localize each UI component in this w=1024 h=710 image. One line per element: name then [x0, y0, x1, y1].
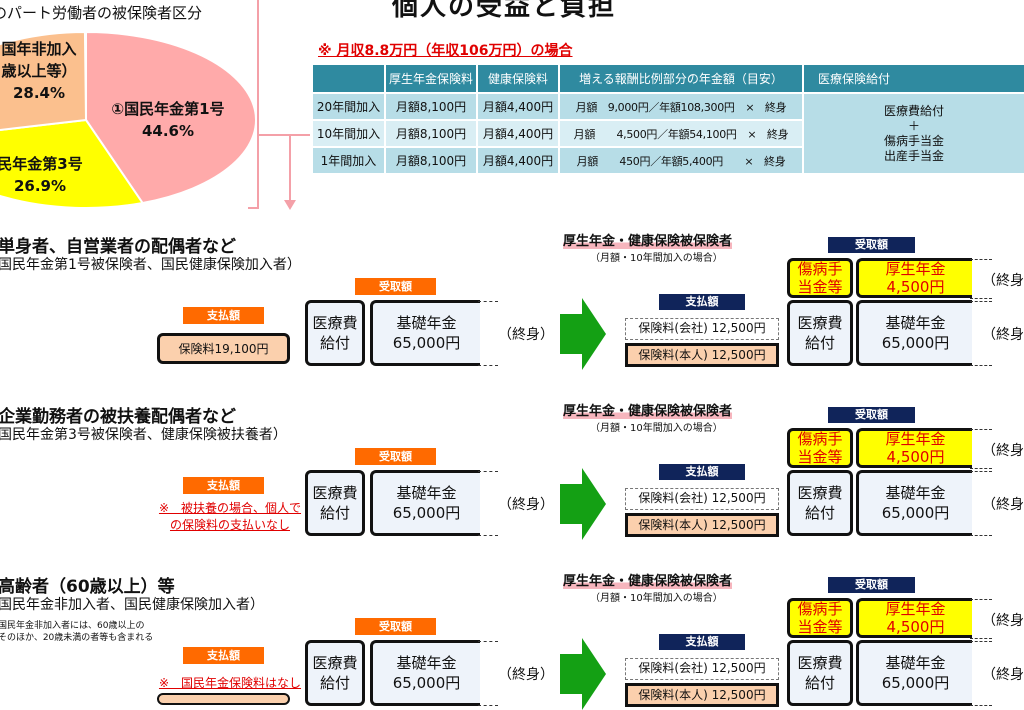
basic-pension-box: 基礎年金 65,000円 [370, 300, 480, 366]
table-cell: 月額4,400円 [476, 119, 560, 148]
pay-label-right: 支払額 [659, 464, 745, 480]
pie-label-non: 国年非加入歳以上等）28.4% [1, 40, 77, 102]
table-row: 20年間加入月額8,100円月額4,400円月額 9,000円／年額108,30… [311, 92, 1024, 175]
medical-benefit-box: 医療費 給付 [787, 300, 853, 366]
pay-label-right: 支払額 [659, 294, 745, 310]
lifelong-label: （終身） [498, 497, 554, 513]
table-row: 10年間加入月額8,100円月額4,400円月額 4,500円／年額54,100… [311, 119, 1024, 148]
self-premium: 保険料(本人) 12,500円 [625, 513, 779, 537]
pay-label: 支払額 [183, 477, 264, 494]
basic-pension-box: 基礎年金 65,000円 [856, 640, 972, 706]
table-cell: 月額 4,500円／年額54,100円 × 終身 [558, 119, 804, 148]
arrow-down-icon [284, 200, 296, 210]
pay-label: 支払額 [183, 307, 264, 324]
lifelong-label: （終身 [982, 667, 1024, 683]
arrow-right-icon [560, 298, 606, 370]
receive-label: 受取額 [355, 448, 436, 465]
footnote: 国民年金非加入者には、60歳以上の そのほか、20歳未満の者等も含まれる [0, 621, 154, 643]
receive-label-right: 受取額 [828, 237, 915, 253]
arrow-right-icon [560, 638, 606, 710]
right-subtitle: （月額・10年間加入の場合） [590, 423, 723, 434]
bracket-line [248, 0, 310, 209]
medical-benefit-box: 医療費 給付 [305, 470, 365, 536]
lifelong-label: （終身 [982, 327, 1024, 343]
arrow-right-icon [560, 468, 606, 540]
table-cell: 月額 9,000円／年額108,300円 × 終身 [558, 92, 804, 121]
basic-pension-box: 基礎年金 65,000円 [370, 470, 480, 536]
table-cell: 月額8,100円 [384, 92, 478, 121]
sickness-allowance-box: 傷病手 当金等 [787, 598, 853, 638]
basic-pension-box: 基礎年金 65,000円 [856, 470, 972, 536]
basic-pension-box: 基礎年金 65,000円 [856, 300, 972, 366]
sickness-allowance-box: 傷病手 当金等 [787, 258, 853, 298]
right-title: 厚生年金・健康保険被保険者 [563, 400, 733, 419]
right-title: 厚生年金・健康保険被保険者 [563, 230, 733, 249]
section-title: 企業勤務者の被扶養配偶者など [0, 407, 236, 427]
sickness-allowance-box: 傷病手 当金等 [787, 428, 853, 468]
medical-benefit-box: 医療費 給付 [305, 640, 365, 706]
employee-pension-box: 厚生年金 4,500円 [856, 428, 972, 468]
pay-note: ※ 国民年金保険料はなし [158, 676, 302, 690]
section-subtitle: 国民年金第3号被保険者、健康保険被扶養者） [0, 427, 287, 443]
right-subtitle: （月額・10年間加入の場合） [590, 593, 723, 604]
medical-benefit-box: 医療費 給付 [305, 300, 365, 366]
right-title: 厚生年金・健康保険被保険者 [563, 570, 733, 589]
basic-pension-box: 基礎年金 65,000円 [370, 640, 480, 706]
employee-pension-box: 厚生年金 4,500円 [856, 598, 972, 638]
medical-benefit-box: 医療費 給付 [787, 640, 853, 706]
pie-slice [85, 30, 257, 205]
header-cell: 健康保険料 [476, 63, 560, 94]
pie-slice [0, 118, 145, 209]
lifelong-label: （終身 [982, 273, 1024, 289]
table-cell: 月額4,400円 [476, 92, 560, 121]
right-subtitle: （月額・10年間加入の場合） [590, 253, 723, 264]
company-premium: 保険料(会社) 12,500円 [625, 658, 779, 680]
company-premium: 保険料(会社) 12,500円 [625, 318, 779, 340]
pay-label: 支払額 [183, 647, 264, 664]
contribution-table: 厚生年金保険料 健康保険料 増える報酬比例部分の年金額（目安） 医療保険給付 2… [311, 63, 1024, 175]
header-cell: 増える報酬比例部分の年金額（目安） [558, 63, 804, 94]
lifelong-label: （終身 [982, 443, 1024, 459]
table-cell: 1年間加入 [311, 146, 386, 175]
page-title: 個人の受益と負担 [392, 0, 617, 22]
pay-label-right: 支払額 [659, 634, 745, 650]
lifelong-label: （終身） [498, 667, 554, 683]
receive-label-right: 受取額 [828, 407, 915, 423]
section-subtitle: 国民年金第1号被保険者、国民健康保険加入者） [0, 257, 301, 273]
pie-chart [0, 0, 310, 210]
self-premium: 保険料(本人) 12,500円 [625, 683, 779, 707]
employee-pension-box: 厚生年金 4,500円 [856, 258, 972, 298]
section-title: 単身者、自営業者の配偶者など [0, 237, 236, 257]
table-cell: 10年間加入 [311, 119, 386, 148]
table-row: 1年間加入月額8,100円月額4,400円月額 450円／年額5,400円 × … [311, 146, 1024, 175]
lifelong-label: （終身 [982, 613, 1024, 629]
receive-label-right: 受取額 [828, 577, 915, 593]
medical-benefit-cell: 医療費給付＋傷病手当金出産手当金 [802, 92, 1024, 175]
income-note: ※ 月収8.8万円（年収106万円）の場合 [318, 43, 573, 59]
medical-benefit-box: 医療費 給付 [787, 470, 853, 536]
lifelong-label: （終身 [982, 497, 1024, 513]
pay-note: ※ 被扶養の場合、個人で の保険料の支払いなし [158, 501, 302, 532]
pie-title: のパート労働者の被保険者区分 [0, 4, 203, 22]
table-cell: 月額4,400円 [476, 146, 560, 175]
section-title: 高齢者（60歳以上）等 [0, 577, 175, 597]
table-cell: 月額8,100円 [384, 146, 478, 175]
receive-label: 受取額 [355, 278, 436, 295]
table-cell: 20年間加入 [311, 92, 386, 121]
lifelong-label: （終身） [498, 327, 554, 343]
section-subtitle: 国民年金非加入者、国民健康保険加入者） [0, 597, 264, 613]
company-premium: 保険料(会社) 12,500円 [625, 488, 779, 510]
pie-slice [0, 30, 88, 131]
self-premium: 保険料(本人) 12,500円 [625, 343, 779, 367]
receive-label: 受取額 [355, 618, 436, 635]
header-cell [311, 63, 386, 94]
table-cell: 月額8,100円 [384, 119, 478, 148]
header-cell: 厚生年金保険料 [384, 63, 478, 94]
header-cell: 医療保険給付 [802, 63, 1024, 94]
empty-premium-box [157, 693, 290, 705]
premium-box: 保険料19,100円 [157, 333, 290, 364]
table-cell: 月額 450円／年額5,400円 × 終身 [558, 146, 804, 175]
